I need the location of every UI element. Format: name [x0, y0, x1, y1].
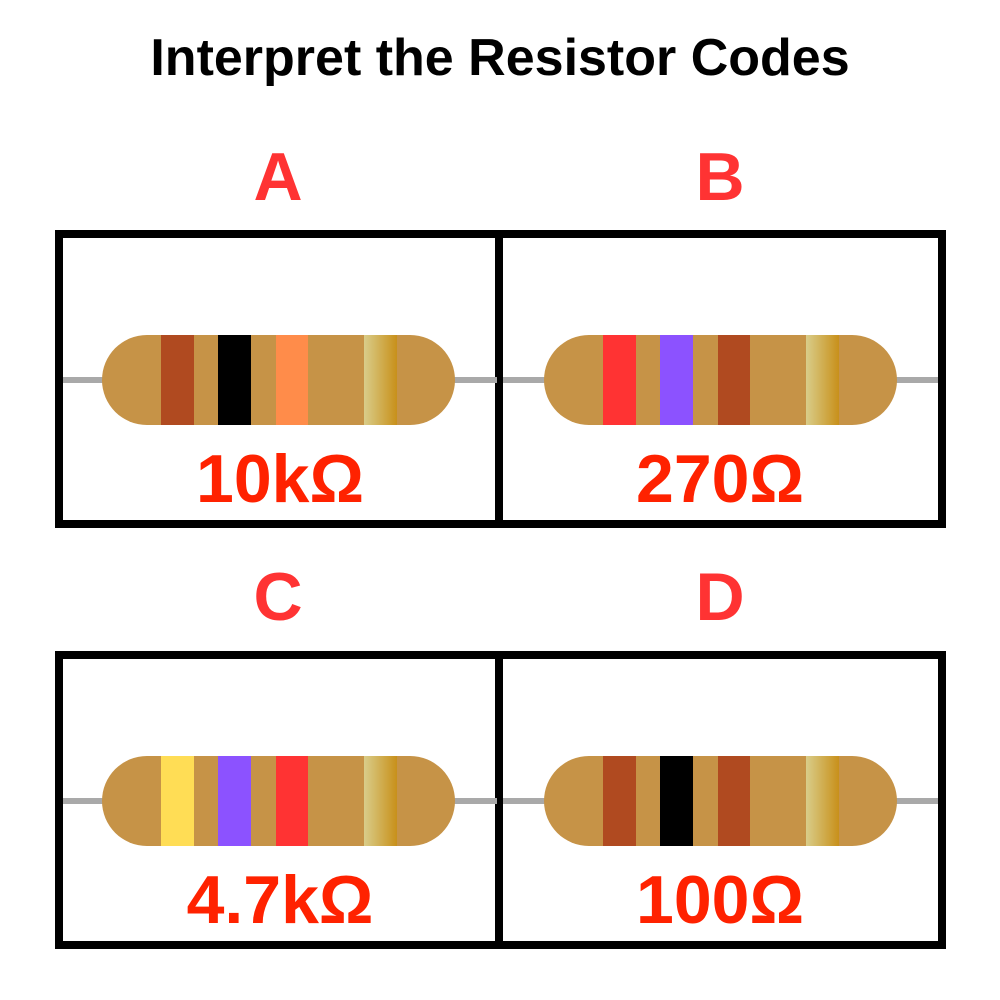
band-black — [218, 335, 251, 425]
band-brown — [718, 756, 750, 846]
band-red — [603, 335, 636, 425]
band-violet — [218, 756, 251, 846]
band-gold — [806, 335, 839, 425]
band-orange — [276, 335, 308, 425]
label-d: D — [695, 559, 745, 635]
band-gold — [806, 756, 839, 846]
band-brown — [161, 335, 194, 425]
page-title: Interpret the Resistor Codes — [150, 29, 850, 87]
value-b: 270Ω — [636, 441, 804, 517]
band-brown — [603, 756, 636, 846]
band-yellow — [161, 756, 194, 846]
band-red — [276, 756, 308, 846]
resistor-b — [544, 335, 897, 425]
band-black — [660, 756, 693, 846]
band-gold — [364, 756, 397, 846]
value-c: 4.7kΩ — [186, 862, 374, 938]
label-a: A — [253, 139, 303, 215]
resistor-c — [102, 756, 455, 846]
band-brown — [718, 335, 750, 425]
label-c: C — [253, 559, 303, 635]
label-b: B — [695, 139, 745, 215]
band-violet — [660, 335, 693, 425]
value-a: 10kΩ — [196, 441, 364, 517]
resistor-a — [102, 335, 455, 425]
resistor-d — [544, 756, 897, 846]
value-d: 100Ω — [636, 862, 804, 938]
band-gold — [364, 335, 397, 425]
